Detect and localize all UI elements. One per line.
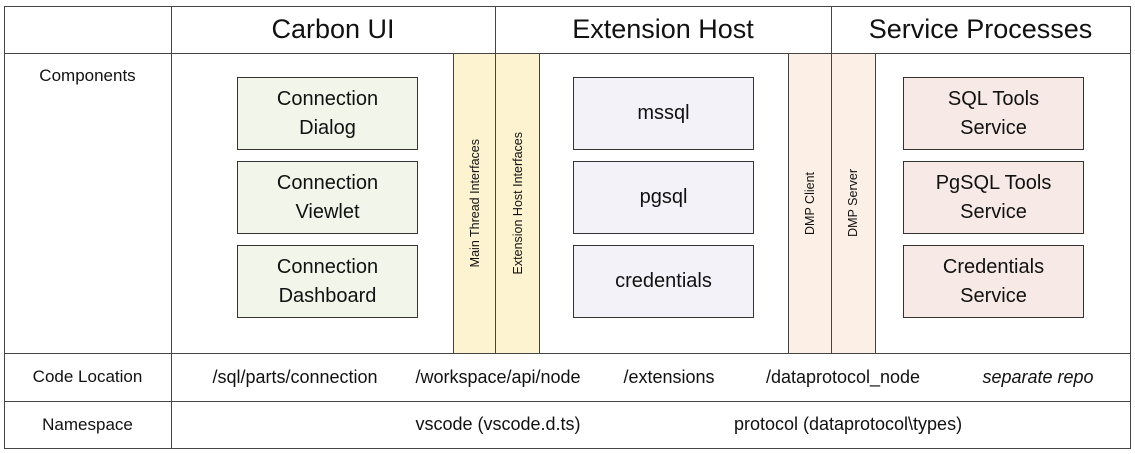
grid-line: [495, 6, 496, 53]
dmp-client-label: DMP Client: [803, 171, 817, 235]
connection-dialog-box: Connection Dialog: [237, 77, 418, 150]
credentials-service-box: Credentials Service: [903, 245, 1084, 318]
header-extension-host: Extension Host: [572, 14, 754, 44]
band-border: [831, 53, 832, 353]
row-label-components: Components: [39, 66, 136, 85]
band-border: [788, 53, 789, 353]
namespace-vscode: vscode (vscode.d.ts): [415, 414, 581, 434]
main-thread-interfaces-label: Main Thread Interfaces: [467, 138, 482, 268]
main-thread-interfaces-band: Main Thread Interfaces: [453, 53, 496, 353]
dmp-server-band: DMP Server: [831, 53, 875, 353]
row-label-namespace: Namespace: [42, 414, 133, 434]
extension-host-interfaces-band: Extension Host Interfaces: [496, 53, 539, 353]
mssql-extension-box: mssql: [573, 77, 754, 150]
band-border: [875, 53, 876, 353]
grid-line: [171, 6, 172, 448]
band-border: [539, 53, 540, 353]
code-location-extensions: /extensions: [623, 366, 715, 387]
grid-line: [4, 6, 5, 448]
band-border: [453, 53, 454, 353]
grid-line: [4, 53, 1131, 54]
header-service-processes: Service Processes: [868, 14, 1093, 44]
pgsql-tools-service-box: PgSQL Tools Service: [903, 161, 1084, 234]
grid-line: [4, 6, 1131, 7]
grid-line: [4, 401, 1131, 402]
extension-host-interfaces-label: Extension Host Interfaces: [510, 131, 525, 275]
grid-line: [831, 6, 832, 53]
pgsql-extension-box: pgsql: [573, 161, 754, 234]
sql-tools-service-box: SQL Tools Service: [903, 77, 1084, 150]
code-location-dataprotocol: /dataprotocol_node: [765, 366, 921, 387]
grid-line: [1130, 6, 1131, 448]
connection-dashboard-box: Connection Dashboard: [237, 245, 418, 318]
namespace-protocol: protocol (dataprotocol\types): [733, 414, 963, 434]
grid-line: [4, 448, 1131, 449]
credentials-extension-box: credentials: [573, 245, 754, 318]
code-location-carbon: /sql/parts/connection: [212, 366, 378, 387]
row-label-code-location: Code Location: [32, 367, 143, 386]
dmp-server-label: DMP Server: [846, 169, 860, 237]
connection-viewlet-box: Connection Viewlet: [237, 161, 418, 234]
dmp-client-band: DMP Client: [789, 53, 831, 353]
code-location-api: /workspace/api/node: [415, 366, 581, 387]
grid-line: [4, 353, 1131, 354]
code-location-separate-repo: separate repo: [982, 366, 1094, 387]
band-border: [495, 53, 496, 353]
header-carbon-ui: Carbon UI: [271, 14, 395, 44]
